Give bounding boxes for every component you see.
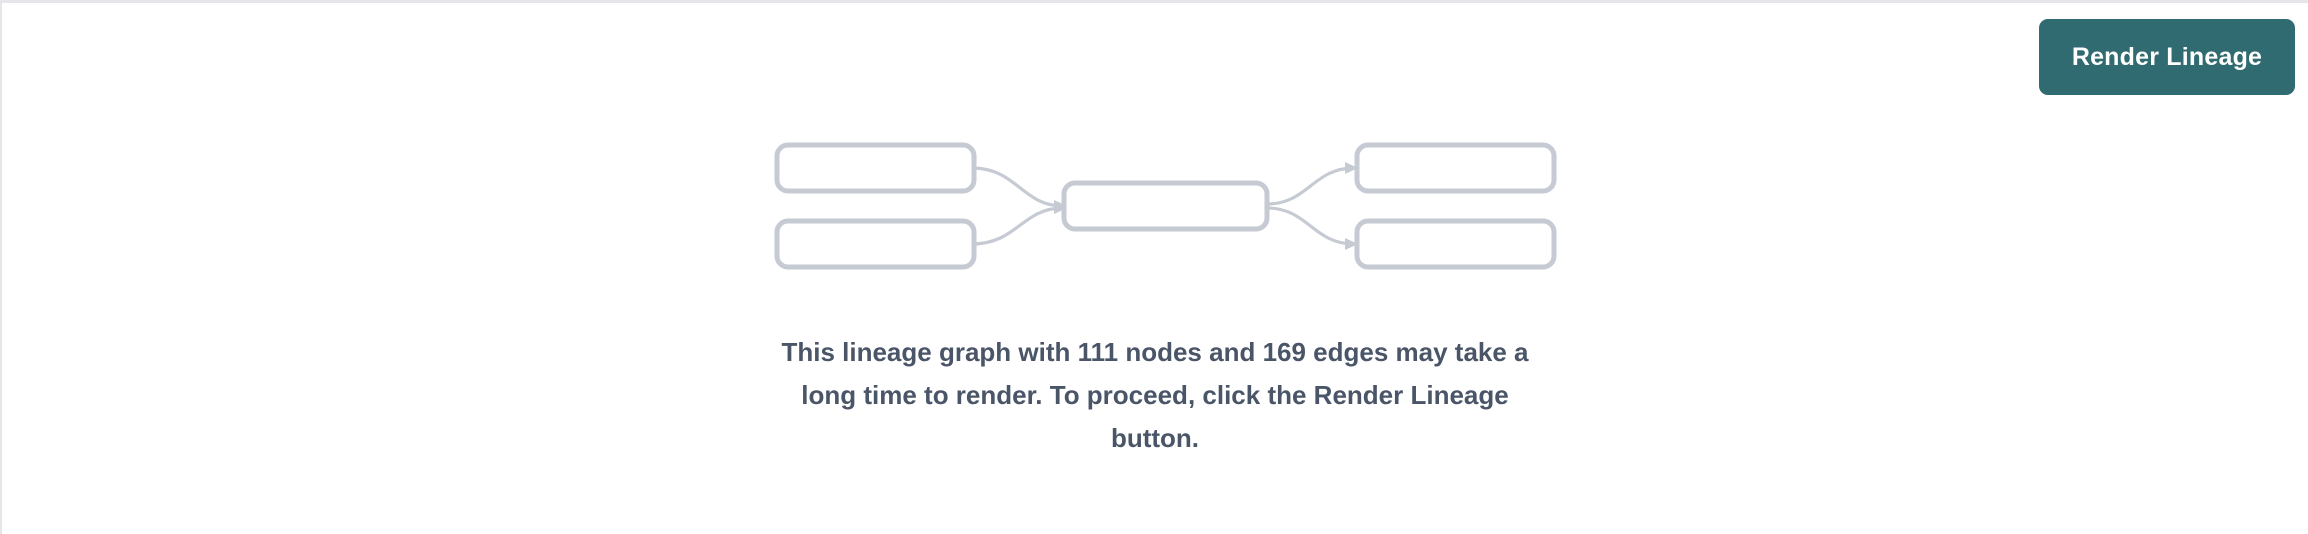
graph-node-target-b <box>1354 218 1557 270</box>
graph-node-target-a <box>1354 142 1557 194</box>
edge-source-a-to-middle <box>971 166 1067 212</box>
graph-node-source-a <box>774 142 977 194</box>
render-lineage-button[interactable]: Render Lineage <box>2039 19 2295 95</box>
edge-middle-to-target-a <box>1266 162 1358 206</box>
lineage-warning-message: This lineage graph with 111 nodes and 16… <box>781 337 1529 453</box>
lineage-graph-placeholder <box>767 131 1557 281</box>
edge-middle-to-target-b <box>1266 206 1358 250</box>
edge-source-b-to-middle <box>971 202 1067 246</box>
graph-node-middle <box>1061 180 1270 232</box>
graph-node-source-b <box>774 218 977 270</box>
